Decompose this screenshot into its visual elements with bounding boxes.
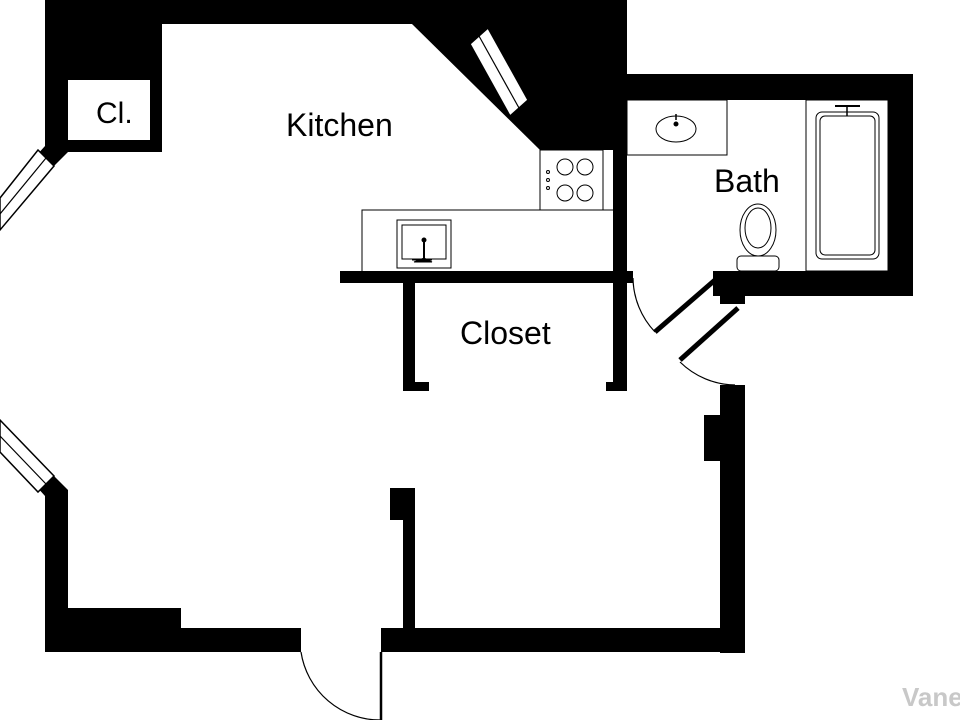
door-entry-swing (300, 651, 381, 720)
wall-closet-right-foot (606, 382, 627, 391)
wall-bottom-right (381, 628, 745, 652)
wall-cl-bottom (45, 140, 162, 152)
wall-closet-left-foot (403, 382, 429, 391)
doors (300, 277, 740, 720)
toilet-icon (736, 255, 780, 272)
wall-bath-top (613, 74, 913, 100)
door-bath-swing (632, 277, 656, 333)
label-closet: Closet (460, 315, 551, 351)
label-bath: Bath (714, 163, 780, 199)
kitchen-fixtures (361, 149, 613, 271)
label-kitchen: Kitchen (286, 107, 393, 143)
wall-right-notch (704, 415, 724, 461)
wall-left-upper (36, 0, 68, 170)
watermark-logo: Vane (902, 682, 960, 712)
wall-left-lower (36, 472, 68, 652)
wall-closet-left (403, 283, 415, 391)
windows (0, 26, 529, 494)
wall-top-right-cap (412, 0, 627, 24)
wall-cl-right (150, 24, 162, 152)
door-main-swing (679, 361, 736, 386)
bath-fixtures (626, 99, 889, 272)
wall-interior-partition-cap (390, 488, 415, 520)
wall-bath-bottom (713, 271, 913, 296)
wall-top-right-block (412, 0, 627, 150)
wall-kitchen-bath (613, 100, 627, 278)
label-closet-small: Cl. (96, 97, 133, 130)
walls (36, 0, 913, 653)
wall-bath-right (888, 74, 913, 296)
stove-icon (539, 149, 604, 211)
wall-bath-bottom-stub (720, 278, 745, 304)
window-left-upper (0, 148, 56, 232)
wall-kitchen-closet (340, 271, 633, 283)
wall-interior-partition (403, 488, 415, 638)
wall-right (720, 385, 745, 653)
window-left-lower (0, 418, 56, 494)
door-bath-leaf (653, 278, 717, 334)
wall-closet-right (613, 283, 627, 391)
door-main-leaf (678, 306, 740, 362)
